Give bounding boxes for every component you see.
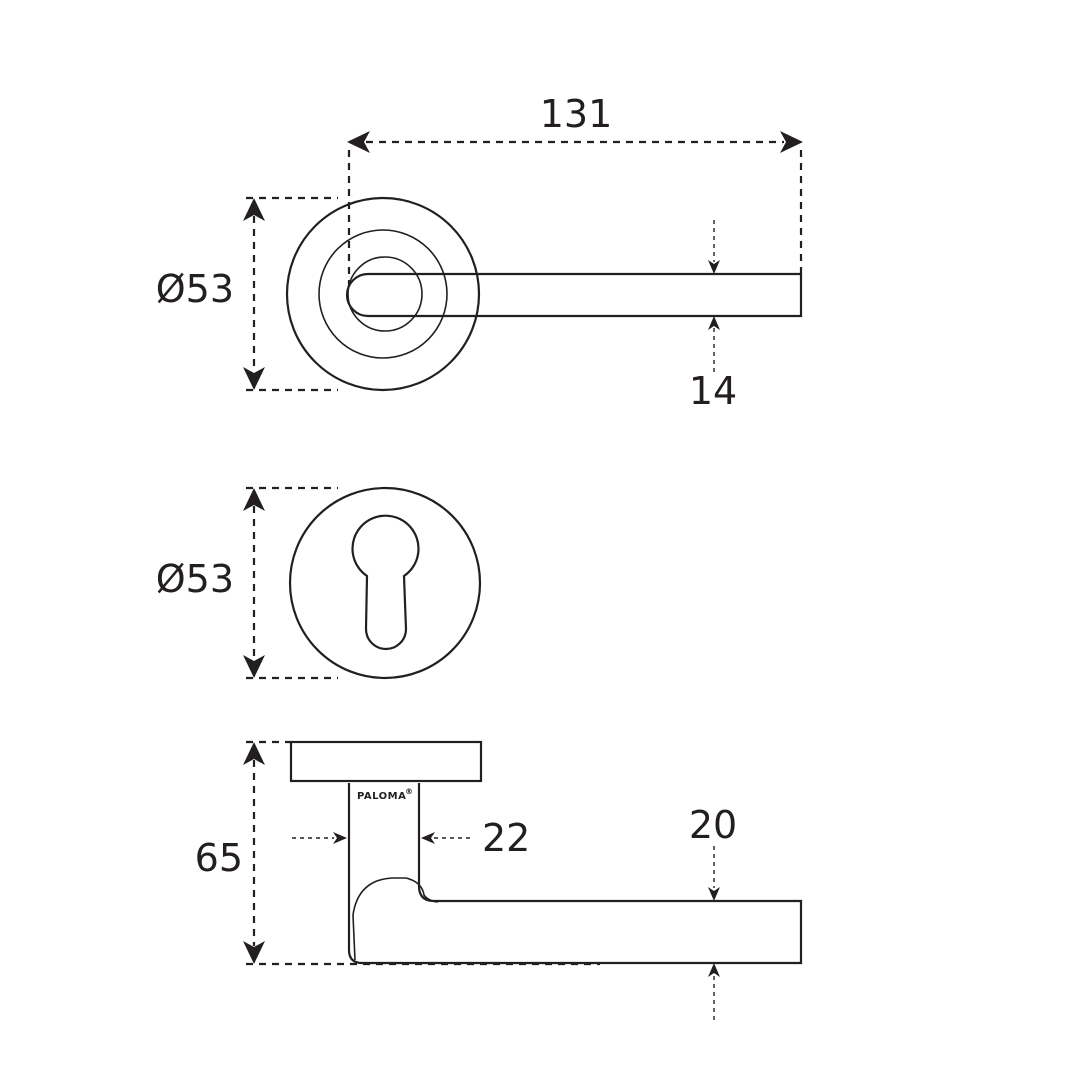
dim-rose-arrow-top [243, 198, 265, 221]
lever-profile [347, 783, 803, 965]
dim-131-arrow-left [347, 131, 370, 153]
key-rose-outer [288, 486, 482, 680]
dim-65-arrow-top [243, 742, 265, 765]
keyhole-icon [351, 514, 420, 651]
rose-inner-ring [318, 229, 448, 359]
dim-65-arrow-bottom [243, 941, 265, 964]
dim-20-label: 20 [689, 803, 737, 847]
key-rose-view: Ø53 [156, 486, 482, 680]
dim-key-rose-label: Ø53 [156, 557, 234, 601]
dim-22-label: 22 [482, 816, 530, 860]
lever-highlight [352, 877, 439, 961]
dim-14-arrow-top [708, 260, 720, 274]
dim-131-arrow-right [780, 131, 803, 153]
dim-14-label: 14 [689, 369, 737, 413]
top-view: 131 Ø53 14 [156, 92, 803, 413]
rose-hub [347, 256, 423, 332]
brand-logo: PALOMA [357, 791, 406, 802]
dim-131-label: 131 [540, 92, 613, 136]
dim-20-arrow-bottom [708, 963, 720, 977]
lever-top [345, 272, 803, 318]
dim-14-arrow-bottom [708, 316, 720, 330]
dim-22-arrow-left [333, 832, 347, 844]
dim-65-label: 65 [195, 836, 243, 880]
rose-outer [285, 196, 481, 392]
dim-22-arrow-right [421, 832, 435, 844]
dim-rose-arrow-bottom [243, 367, 265, 390]
dim-rose-label: Ø53 [156, 267, 234, 311]
brand-registered-mark: ® [405, 787, 414, 796]
dim-20-arrow-top [708, 887, 720, 901]
dim-key-rose-arrow-top [243, 488, 265, 511]
rose-profile [289, 740, 483, 783]
dim-key-rose-arrow-bottom [243, 655, 265, 678]
side-view: PALOMA ® 65 22 20 [195, 740, 803, 1020]
